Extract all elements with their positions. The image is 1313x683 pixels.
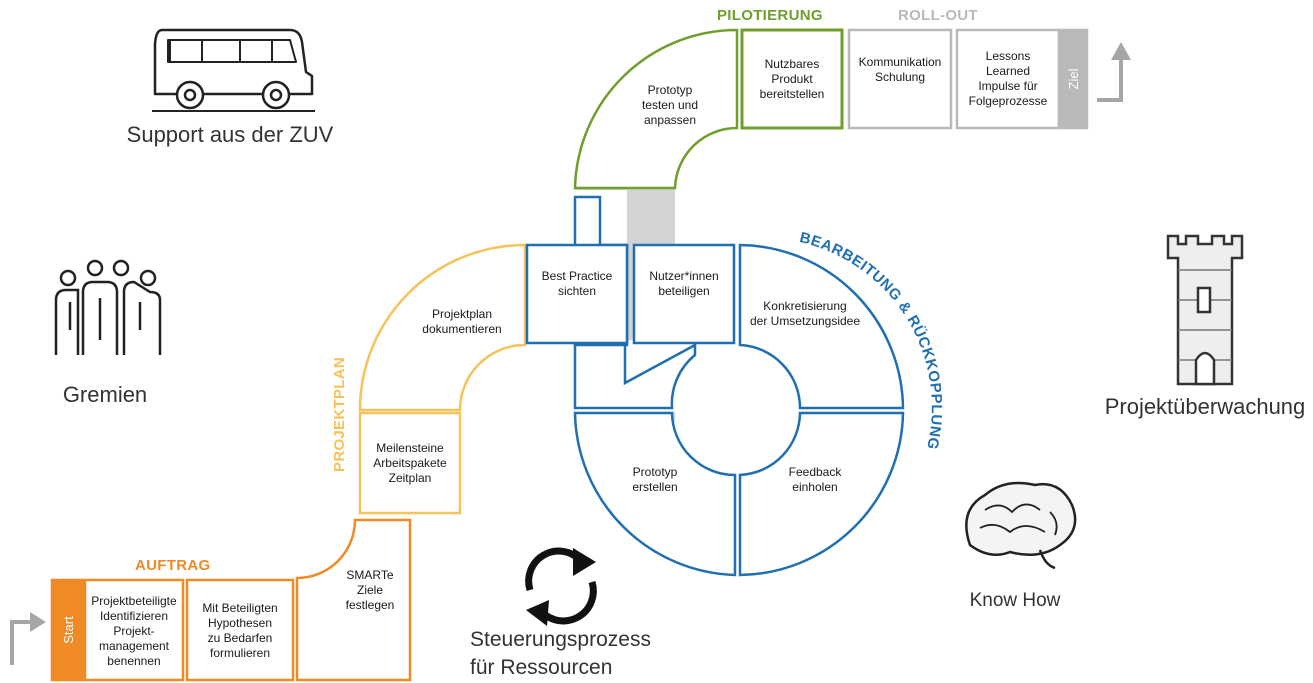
best-practice-step [525,243,629,345]
ziel-tab [1057,28,1089,130]
prototyp-testen-text: Prototyp testen und anpassen [641,82,699,127]
best-practice-text: Best Practice sichten [541,269,613,298]
meilensteine-text: Meilensteine Arbeitspakete Zeitplan [373,440,447,485]
projektplan-phase [358,243,527,515]
phase-label-auftrag: AUFTRAG [135,557,211,574]
start-label: Start [60,616,76,644]
phase-label-rollout: ROLL-OUT [898,7,978,24]
konkretisierung-step [738,243,905,410]
auftrag-step-2 [185,578,295,682]
kommunikation-text: Kommunikation Schulung [858,55,942,84]
people-icon [54,259,162,355]
ziel-label: Ziel [1065,68,1081,90]
auftrag-step-2-text: Mit Beteiligten Hypothesen zu Bedarfen f… [202,601,278,660]
tower-icon [1166,234,1244,386]
pilotierung-phase [573,28,844,190]
smarte-text: SMARTe Ziele festlegen [345,567,395,612]
steuerung-label: Steuerungsprozess für Ressourcen [470,628,651,679]
van-icon [152,28,315,112]
prototyp-testen-step [573,28,739,190]
cycle-arrows-icon [525,547,597,626]
produkt-step [740,28,844,130]
brain-icon [965,481,1077,570]
start-tab [50,578,86,682]
support-label: Support aus der ZUV [126,122,334,147]
meilensteine-step [358,411,462,515]
produkt-text: Nutzbares Produkt bereitstellen [759,56,825,101]
projektueberwachung-label: Projektüberwachung [1104,394,1306,419]
prototyp-erstellen-text: Prototyp erstellen [632,465,678,494]
prototyp-erstellen-step [573,411,737,577]
feedback-step [738,411,905,577]
nutzer-step [632,243,736,345]
gremien-label: Gremien [62,382,148,407]
auftrag-phase [50,518,412,682]
lessons-text: Lessons Learned Impulse für Folgeprozess… [968,49,1048,108]
bearbeitung-phase [525,195,905,577]
kommunikation-step [847,28,953,130]
rollout-phase [847,28,1089,130]
auftrag-step-1-text: Projektbeteiligte Identifizieren Projekt… [91,593,177,668]
smarte-step [295,518,412,682]
phase-label-pilotierung: PILOTIERUNG [717,7,823,24]
auftrag-step-1 [83,578,185,682]
nutzer-text: Nutzer*innen beteiligen [649,269,719,298]
projektplan-doc-step [358,243,527,412]
start-arrow-icon [10,612,46,665]
projektplan-doc-text: Projektplan dokumentieren [422,307,502,336]
goal-arrow-icon [1097,42,1131,102]
know-how-label: Know How [969,590,1061,611]
feedback-text: Feedback einholen [788,465,842,494]
konkretisierung-text: Konkretisierung der Umsetzungsidee [749,299,861,328]
lower-left-column [573,342,697,410]
phase-label-projektplan: PROJEKTPLAN [330,357,348,472]
lessons-step [955,28,1061,130]
